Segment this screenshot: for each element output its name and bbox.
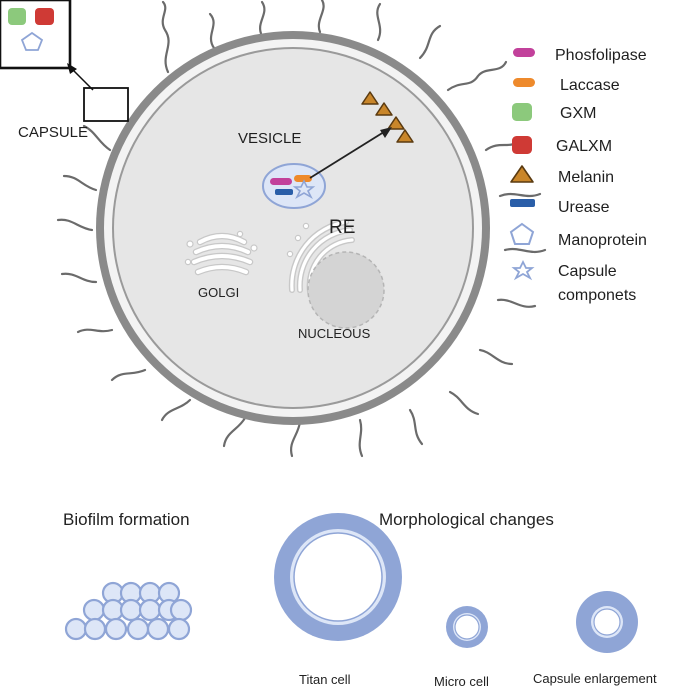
filament: [208, 12, 216, 50]
capsule-filaments: [56, 0, 547, 458]
cell-cytoplasm: [114, 49, 472, 407]
filament: [448, 390, 480, 416]
filament: [160, 398, 192, 422]
biofilm-cluster: [64, 581, 193, 641]
filament: [503, 247, 547, 254]
galxm-square-icon: [512, 136, 532, 154]
filament: [82, 124, 112, 152]
filament: [62, 174, 98, 192]
legend-label-phospholipase: Phosfolipase: [555, 47, 647, 64]
melanin-triangle-icon: [387, 116, 405, 130]
micro-cell: [446, 606, 488, 648]
phospholipase-pill-icon: [513, 48, 535, 57]
laccase-pill-icon: [294, 175, 312, 182]
manoprotein-pentagon-icon: [509, 222, 535, 245]
filament: [496, 298, 537, 308]
legend-label-capsule-components-2: componets: [558, 287, 636, 304]
micro-cell-label: Micro cell: [434, 674, 489, 688]
biofilm-cell: [82, 598, 106, 622]
filament: [110, 368, 147, 382]
vesicle-label: VESICLE: [238, 130, 301, 147]
capsule-enlargement-cell: [576, 591, 638, 653]
golgi-label: GOLGI: [198, 285, 239, 300]
capsule-component-star-icon: [511, 259, 535, 281]
filament: [161, 0, 170, 74]
cell: [96, 31, 490, 425]
biofilm-cell: [64, 617, 88, 641]
filament: [317, 0, 325, 34]
vesicle-membrane: [262, 163, 326, 209]
filament: [376, 2, 382, 42]
biofilm-cell: [104, 617, 128, 641]
legend-label-urease: Urease: [558, 199, 610, 216]
capsule-label: CAPSULE: [18, 124, 88, 141]
melanin-triangle-icon: [375, 102, 393, 116]
legend-label-manoprotein: Manoprotein: [558, 232, 647, 249]
filament: [56, 218, 94, 232]
legend: Phosfolipase Laccase GXM GALXM Melanin U…: [509, 47, 647, 304]
manoprotein-pentagon-icon: [20, 31, 44, 51]
nucleus-label: NUCLEOUS: [298, 326, 371, 341]
arrowhead-icon: [67, 63, 77, 74]
capsule-component-star-icon: [292, 179, 316, 200]
urease-bar-icon: [510, 199, 535, 207]
filament: [498, 192, 542, 198]
export-arrow: [309, 127, 392, 179]
melanin-triangle-icon: [396, 129, 414, 143]
filament: [222, 416, 247, 448]
melanin-triangle-icon: [510, 165, 534, 183]
gxm-square-icon: [8, 8, 26, 25]
arrowhead-icon: [380, 127, 392, 138]
biofilm-cell: [119, 598, 143, 622]
legend-label-galxm: GALXM: [556, 138, 612, 155]
golgi: [184, 230, 258, 276]
biofilm-cell: [167, 617, 191, 641]
biofilm-cell: [146, 617, 170, 641]
melanin-deposits: [361, 91, 414, 143]
phospholipase-pill-icon: [270, 178, 292, 185]
capsule-zoom-source-box: [83, 87, 129, 122]
capsule-enlargement-label: Capsule enlargement: [533, 671, 657, 686]
filament: [478, 348, 514, 366]
titan-cell: [274, 513, 402, 641]
filament: [259, 0, 266, 38]
laccase-pill-icon: [513, 78, 535, 87]
capsule-zoom: CAPSULE: [0, 0, 129, 141]
re-label: RE: [329, 217, 355, 238]
nucleus: [307, 251, 385, 329]
melanin-triangle-icon: [361, 91, 379, 105]
biofilm-cell: [126, 617, 150, 641]
morph-title: Morphological changes: [379, 510, 554, 529]
legend-label-laccase: Laccase: [560, 77, 620, 94]
legend-label-melanin: Melanin: [558, 169, 614, 186]
filament: [418, 24, 442, 60]
vesicle: [262, 163, 326, 209]
biofilm-title: Biofilm formation: [63, 510, 190, 529]
filament: [408, 408, 424, 446]
urease-bar-icon: [275, 189, 293, 195]
legend-label-capsule-components-1: Capsule: [558, 263, 617, 280]
titan-cell-label: Titan cell: [299, 672, 351, 687]
filament: [76, 328, 114, 334]
biofilm-cell: [169, 598, 193, 622]
filament: [60, 272, 98, 284]
biofilm-cell: [138, 598, 162, 622]
filament: [290, 420, 302, 458]
filament: [446, 60, 508, 92]
legend-label-gxm: GXM: [560, 105, 596, 122]
galxm-square-icon: [35, 8, 54, 25]
filament: [358, 418, 364, 458]
gxm-square-icon: [512, 103, 532, 121]
biofilm-cell: [83, 617, 107, 641]
